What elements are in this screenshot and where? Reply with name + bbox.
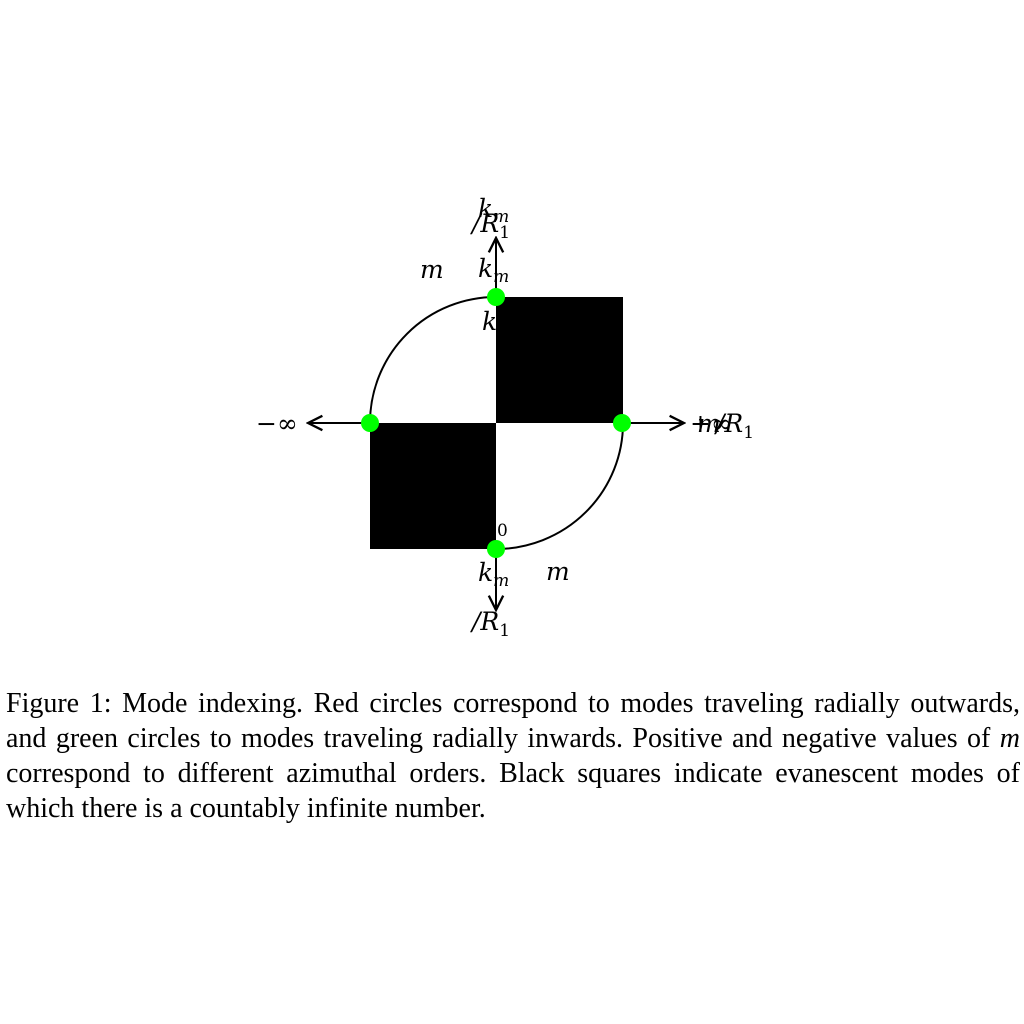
green-circle-bottom: [487, 540, 505, 558]
caption-italic-m: m: [999, 723, 1020, 754]
mode-indexing-diagram: km /R1 m km k −∞ +∞ m /R1 0 km m /R1: [256, 194, 754, 641]
right-r-sub: 1: [743, 423, 754, 443]
bottom-r-sub: 1: [499, 621, 510, 641]
green-circle-right: [613, 414, 631, 432]
top-k-sub: m: [493, 207, 509, 227]
lower-k-sub: m: [493, 571, 509, 591]
zero-label: 0: [497, 521, 508, 541]
upper-left-m-label: m: [420, 255, 444, 284]
arc-lower-right: [495, 422, 624, 550]
upper-k-sub: m: [493, 267, 509, 287]
upper-k2-label: k: [482, 307, 497, 336]
figure-caption: Figure 1: Mode indexing. Red circles cor…: [6, 686, 1020, 826]
lower-right-m-label: m: [546, 557, 570, 586]
right-m-label: m: [697, 409, 721, 438]
caption-text-2: correspond to different azimuthal orders…: [6, 758, 1020, 824]
caption-prefix: Figure 1: Mode indexing.: [6, 688, 304, 719]
top-k-label: km: [478, 194, 509, 227]
arc-upper-left: [369, 296, 497, 424]
green-circle-top: [487, 288, 505, 306]
upper-k-label: km: [478, 254, 509, 287]
green-circle-left: [361, 414, 379, 432]
top-r-sub: 1: [499, 223, 510, 243]
caption-text-1: Red circles correspond to modes travelin…: [6, 688, 1020, 754]
right-infinity-label: +∞: [690, 409, 732, 438]
right-r-label: /R1: [714, 409, 754, 443]
bottom-r-label: /R1: [470, 607, 510, 641]
lower-k-label: km: [478, 558, 509, 591]
evanescent-square-upper-right: [496, 297, 623, 423]
left-infinity-label: −∞: [256, 409, 298, 438]
evanescent-square-lower-left: [370, 423, 496, 549]
top-r-label: /R1: [470, 209, 510, 243]
